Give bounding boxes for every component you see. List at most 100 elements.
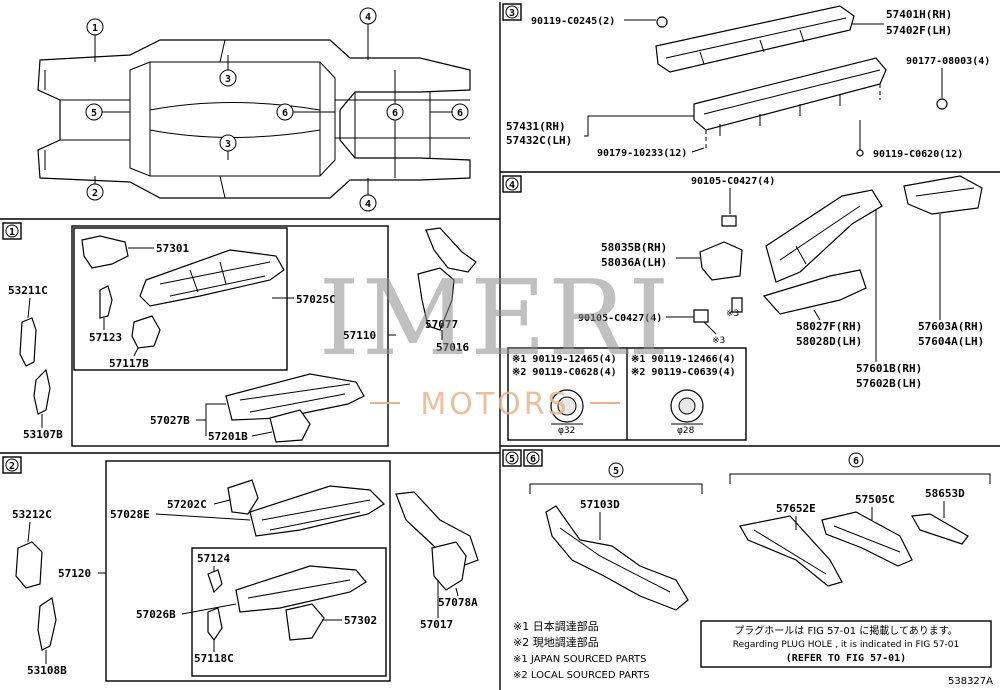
overview-frame <box>37 39 471 199</box>
table-right-dim: φ28 <box>677 426 695 436</box>
bolt-1-shape <box>656 16 668 28</box>
mark-3a: ※3 <box>712 336 725 346</box>
label-57301: 57301 <box>156 242 189 255</box>
label-57604A: 57604A(LH) <box>918 335 984 348</box>
label-58028D: 58028D(LH) <box>796 335 862 348</box>
label-90177-08003: 90177-08003(4) <box>906 56 990 67</box>
part-57118C-shape <box>207 607 223 642</box>
label-57124: 57124 <box>197 552 230 565</box>
table-left-dim: φ32 <box>558 426 575 436</box>
sourcing-notes: ※1 日本調達部品 ※2 現地調達部品 ※1 JAPAN SOURCED PAR… <box>513 619 650 681</box>
callout-4a: 4 <box>365 12 371 23</box>
part-57601B-shape <box>762 269 867 315</box>
label-57026B: 57026B <box>136 608 176 621</box>
group-6-head: 6 <box>853 456 859 467</box>
label-57118C: 57118C <box>194 652 234 665</box>
label-57120: 57120 <box>58 567 91 580</box>
table-left-row1: ※1 90119-12465(4) <box>512 354 617 365</box>
bolt-top-shape <box>721 215 737 227</box>
part-57025C-shape <box>139 249 285 307</box>
label-90119-C0245: 90119-C0245(2) <box>531 16 615 27</box>
part-53108B-shape <box>37 596 57 651</box>
callout-6c: 6 <box>457 108 463 119</box>
label-57025C: 57025C <box>296 293 336 306</box>
part-57202C-shape <box>227 479 259 515</box>
plug-note-ref: (REFER TO FIG 57-01) <box>786 653 906 664</box>
label-57603A: 57603A(RH) <box>918 320 984 333</box>
label-53212C: 53212C <box>12 508 52 521</box>
watermark-sub: MOTORS <box>420 387 569 422</box>
label-57017: 57017 <box>420 618 453 631</box>
table-right-row2: ※2 90119-C0639(4) <box>631 367 736 378</box>
label-58653D: 58653D <box>925 487 965 500</box>
part-57401H-shape <box>655 5 855 73</box>
section-6-tag: 6 <box>530 454 536 465</box>
part-58653D-shape <box>911 513 969 545</box>
section-3: 3 90119-C0245(2) 57401H(RH) 57402F(LH) 9… <box>502 3 990 160</box>
watermark: IMERI MOTORS <box>319 257 672 422</box>
part-57302-shape <box>285 603 325 641</box>
section-1: 1 53211C 53107B 57301 57025C 57110 57123… <box>2 222 477 447</box>
note-japan-jp: ※1 日本調達部品 <box>513 619 599 633</box>
label-57016: 57016 <box>436 341 469 354</box>
part-58035B-shape <box>699 241 743 281</box>
group-5-head: 5 <box>613 466 619 477</box>
label-57402F: 57402F(LH) <box>886 24 952 37</box>
label-57401H: 57401H(RH) <box>886 8 952 21</box>
label-57432C: 57432C(LH) <box>506 134 572 147</box>
label-57601B: 57601B(RH) <box>856 362 922 375</box>
part-57431-shape <box>693 57 887 131</box>
callout-6a: 6 <box>282 108 288 119</box>
label-58036A: 58036A(LH) <box>601 256 667 269</box>
label-57110: 57110 <box>343 329 376 342</box>
label-57027B: 57027B <box>150 414 190 427</box>
label-57302: 57302 <box>344 614 377 627</box>
part-57077-shape <box>425 227 477 273</box>
note-japan-en: ※1 JAPAN SOURCED PARTS <box>513 654 647 665</box>
part-57103D-shape <box>545 505 689 611</box>
label-90119-C0620: 90119-C0620(12) <box>873 149 963 160</box>
part-57301-shape <box>81 235 129 269</box>
label-57201B: 57201B <box>208 430 248 443</box>
plug-note-en: Regarding PLUG HOLE , it is indicated in… <box>733 640 960 650</box>
label-53107B: 53107B <box>23 428 63 441</box>
part-57603A-shape <box>903 175 983 215</box>
label-bolt-mid: 90105-C0427(4) <box>578 313 662 324</box>
part-57028E-shape <box>249 485 385 537</box>
label-57202C: 57202C <box>167 498 207 511</box>
part-57016-shape <box>417 267 455 331</box>
callout-3b: 3 <box>225 139 231 150</box>
label-57103D: 57103D <box>580 498 620 511</box>
bolt-mark-shape <box>731 297 743 313</box>
label-57123: 57123 <box>89 331 122 344</box>
section-5-6: 5 6 5 6 57103D 57652E 57505C 58653D <box>502 449 991 611</box>
label-53108B: 53108B <box>27 664 67 677</box>
mark-3b: ※3 <box>726 309 739 319</box>
part-53212C-shape <box>15 541 43 589</box>
callout-4b: 4 <box>365 199 371 210</box>
section-3-tag: 3 <box>509 8 515 19</box>
figure-code: 538327A <box>948 676 993 687</box>
watermark-main: IMERI <box>319 257 672 379</box>
label-57431: 57431(RH) <box>506 120 566 133</box>
table-right-row1: ※1 90119-12466(4) <box>631 354 736 365</box>
label-57078A: 57078A <box>438 596 478 609</box>
table-left-row2: ※2 90119-C0628(4) <box>512 367 617 378</box>
nut-shape <box>936 98 948 110</box>
plug-hole-note: プラグホールは FIG 57-01 に掲載してあります。 Regarding P… <box>700 620 992 668</box>
label-58027F: 58027F(RH) <box>796 320 862 333</box>
callout-5: 5 <box>91 108 97 119</box>
note-local-jp: ※2 現地調達部品 <box>513 635 599 649</box>
section-2-tag: 2 <box>9 461 15 472</box>
section-1-tag: 1 <box>9 227 15 238</box>
label-58035B: 58035B(RH) <box>601 241 667 254</box>
part-57123-shape <box>99 285 113 319</box>
overview-callouts: 1 2 3 3 4 4 5 6 6 6 <box>85 7 469 212</box>
label-57117B: 57117B <box>109 357 149 370</box>
label-90179-10233: 90179-10233(12) <box>597 148 687 159</box>
section-4: 4 90105-C0427(4) 58035B(RH) 58036A(LH) 9… <box>502 175 984 441</box>
part-57124-shape <box>207 569 223 594</box>
section-2: 2 53212C 53108B 57120 57028E 57202C 5712… <box>2 456 479 682</box>
part-57201B-shape <box>269 409 311 443</box>
